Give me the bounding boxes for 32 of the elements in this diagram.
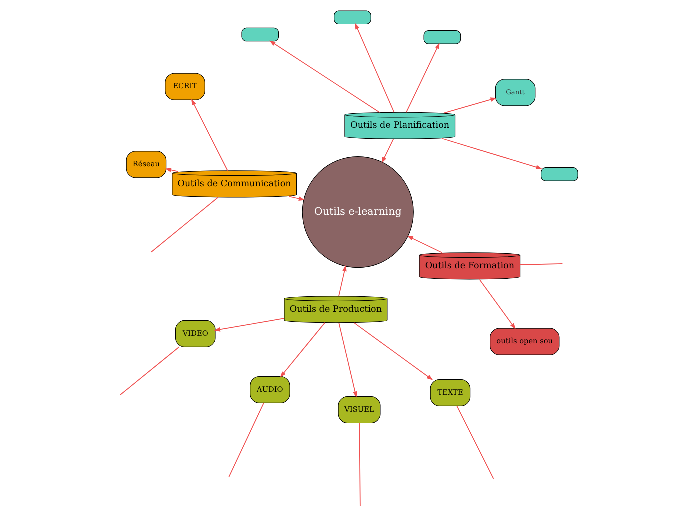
arrow <box>479 279 516 330</box>
node-box: Réseau <box>126 151 167 178</box>
node-box <box>541 168 578 182</box>
arrow <box>214 318 285 332</box>
node-box: AUDIO <box>250 376 290 404</box>
node-box: TEXTE <box>430 379 471 406</box>
node-box: VIDEO <box>175 320 216 348</box>
arrow <box>191 99 228 172</box>
node-box: outils open sou <box>490 328 560 356</box>
connector <box>228 402 264 478</box>
arrow <box>382 138 394 164</box>
arrow <box>338 322 358 398</box>
arrow <box>289 196 306 201</box>
node-box <box>334 10 372 25</box>
arrow <box>354 322 434 380</box>
connector <box>359 422 361 507</box>
arrow <box>406 42 440 114</box>
arrow <box>338 265 347 297</box>
connector <box>520 264 564 266</box>
arrow <box>270 40 380 114</box>
connector <box>456 406 494 480</box>
connector <box>120 346 180 396</box>
node-box <box>424 30 462 44</box>
node-box: VISUEL <box>338 396 381 424</box>
arrow <box>355 23 395 114</box>
arrow <box>407 236 443 254</box>
arrow <box>280 322 326 378</box>
node-box: ECRIT <box>165 73 206 100</box>
arrow <box>442 138 542 170</box>
node-box <box>242 28 280 42</box>
connector <box>151 197 219 253</box>
arrow <box>444 98 497 114</box>
